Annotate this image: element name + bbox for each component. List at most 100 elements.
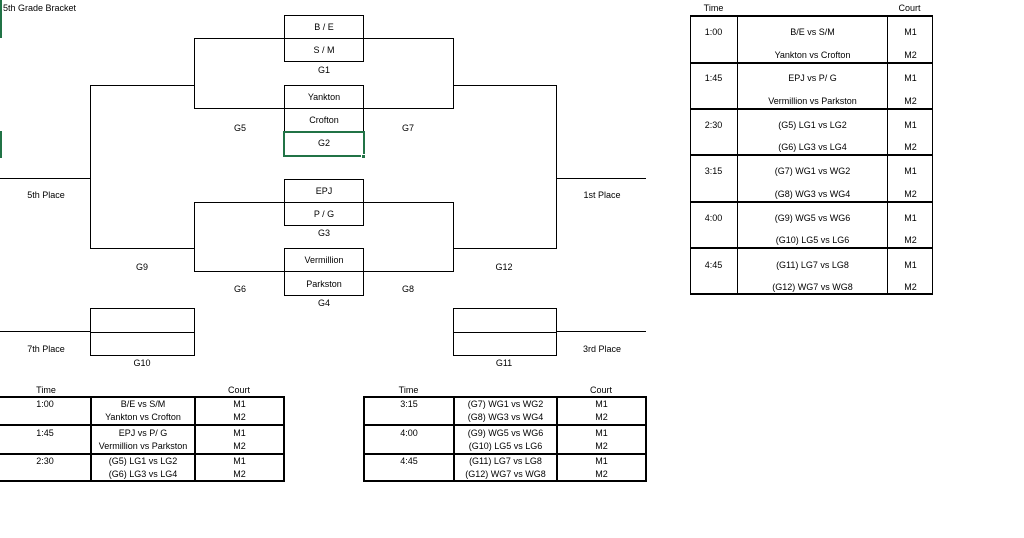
schedule-court: M2	[595, 469, 608, 479]
schedule-time: 2:30	[36, 456, 54, 466]
schedule-court: M1	[595, 456, 608, 466]
schedule-game: (G7) WG1 vs WG2	[467, 399, 544, 409]
team-slot[interactable]: Vermillion	[284, 248, 364, 272]
game-label: G12	[495, 262, 513, 272]
schedule-court: M2	[233, 469, 246, 479]
schedule-game: (G11) LG7 vs LG8	[776, 260, 849, 270]
game-label: G3	[317, 228, 330, 238]
team-name: Yankton	[307, 92, 341, 102]
time-header: Time	[36, 385, 56, 395]
schedule-court: M2	[233, 441, 246, 451]
time-header: Time	[703, 3, 724, 13]
schedule-game: (G5) LG1 vs LG2	[108, 456, 178, 466]
schedule-time: 1:45	[36, 428, 54, 438]
schedule-game: (G10) LG5 vs LG6	[775, 235, 850, 245]
schedule-game: (G10) LG5 vs LG6	[468, 441, 543, 451]
game-label: G2	[317, 138, 330, 148]
schedule-time: 3:15	[704, 166, 723, 176]
team-slot[interactable]	[453, 308, 557, 333]
schedule-game: B/E vs S/M	[120, 399, 166, 409]
schedule-time: 1:45	[704, 73, 723, 83]
court-header: Court	[227, 385, 250, 395]
schedule-court: M2	[904, 282, 917, 292]
schedule-court: M1	[904, 213, 917, 223]
game-label: G5	[233, 123, 246, 133]
schedule-game: (G6) LG3 vs LG4	[108, 469, 178, 479]
schedule-court: M1	[904, 166, 917, 176]
schedule-time: 4:00	[400, 428, 418, 438]
team-slot[interactable]: Parkston	[284, 271, 364, 296]
team-slot[interactable]	[90, 308, 195, 333]
team-slot[interactable]: S / M	[284, 38, 364, 62]
schedule-table	[0, 396, 285, 482]
team-slot[interactable]: EPJ	[284, 179, 364, 203]
court-header: Court	[898, 3, 921, 13]
schedule-game: Vermillion vs Parkston	[768, 96, 857, 106]
schedule-time: 4:45	[400, 456, 418, 466]
schedule-court: M1	[904, 27, 917, 37]
team-name: S / M	[313, 45, 335, 55]
schedule-court: M2	[233, 412, 246, 422]
team-slot[interactable]	[453, 332, 557, 356]
schedule-game: Vermillion vs Parkston	[98, 441, 188, 451]
game-label: G11	[495, 358, 513, 368]
team-slot[interactable]: B / E	[284, 15, 364, 39]
team-slot[interactable]: P / G	[284, 202, 364, 226]
schedule-court: M2	[595, 441, 608, 451]
schedule-game: (G11) LG7 vs LG8	[469, 456, 542, 466]
schedule-game: (G5) LG1 vs LG2	[778, 120, 847, 130]
schedule-game: EPJ vs P/ G	[788, 73, 837, 83]
schedule-court: M1	[595, 399, 608, 409]
schedule-game: (G8) WG3 vs WG4	[774, 189, 851, 199]
schedule-game: (G12) WG7 vs WG8	[772, 282, 853, 292]
game-label: G7	[401, 123, 414, 133]
schedule-table	[363, 396, 647, 482]
schedule-game: (G6) LG3 vs LG4	[778, 142, 847, 152]
team-name: EPJ	[315, 186, 333, 196]
sheet-title: 5th Grade Bracket	[3, 3, 77, 13]
placement-label: 7th Place	[27, 344, 65, 354]
schedule-time: 1:00	[36, 399, 54, 409]
team-slot[interactable]: Yankton	[284, 85, 364, 109]
schedule-game: (G7) WG1 vs WG2	[774, 166, 851, 176]
schedule-court: M1	[233, 399, 246, 409]
time-header: Time	[398, 385, 419, 395]
team-name: P / G	[313, 209, 335, 219]
game-label: G6	[233, 284, 246, 294]
schedule-court: M2	[904, 96, 917, 106]
selected-cell[interactable]: G2	[283, 131, 365, 157]
schedule-court: M1	[904, 260, 917, 270]
schedule-game: (G12) WG7 vs WG8	[465, 469, 546, 479]
schedule-time: 2:30	[704, 120, 723, 130]
schedule-court: M1	[904, 73, 917, 83]
schedule-game: (G9) WG5 vs WG6	[774, 213, 851, 223]
team-name: Vermillion	[304, 255, 344, 265]
schedule-court: M2	[904, 189, 917, 199]
court-header: Court	[589, 385, 612, 395]
team-slot[interactable]	[90, 332, 195, 356]
schedule-time: 3:15	[400, 399, 418, 409]
schedule-court: M2	[904, 142, 917, 152]
row-header-marker	[0, 0, 2, 38]
placement-label: 1st Place	[583, 190, 621, 200]
schedule-game: EPJ vs P/ G	[118, 428, 168, 438]
game-label: G1	[317, 65, 330, 75]
schedule-time: 4:45	[704, 260, 723, 270]
team-name: B / E	[314, 22, 334, 32]
game-label: G9	[135, 262, 148, 272]
schedule-court: M1	[595, 428, 608, 438]
team-name: Parkston	[306, 279, 342, 289]
fill-handle[interactable]	[361, 154, 366, 159]
schedule-court: M2	[904, 235, 917, 245]
game-label: G8	[401, 284, 414, 294]
schedule-time: 4:00	[704, 213, 723, 223]
game-label: G4	[317, 298, 330, 308]
schedule-game: Yankton vs Crofton	[774, 50, 851, 60]
schedule-game: (G8) WG3 vs WG4	[467, 412, 544, 422]
schedule-court: M1	[233, 456, 246, 466]
schedule-court: M1	[904, 120, 917, 130]
row-header-marker	[0, 131, 2, 158]
placement-label: 5th Place	[27, 190, 65, 200]
schedule-court: M1	[233, 428, 246, 438]
schedule-court: M2	[595, 412, 608, 422]
